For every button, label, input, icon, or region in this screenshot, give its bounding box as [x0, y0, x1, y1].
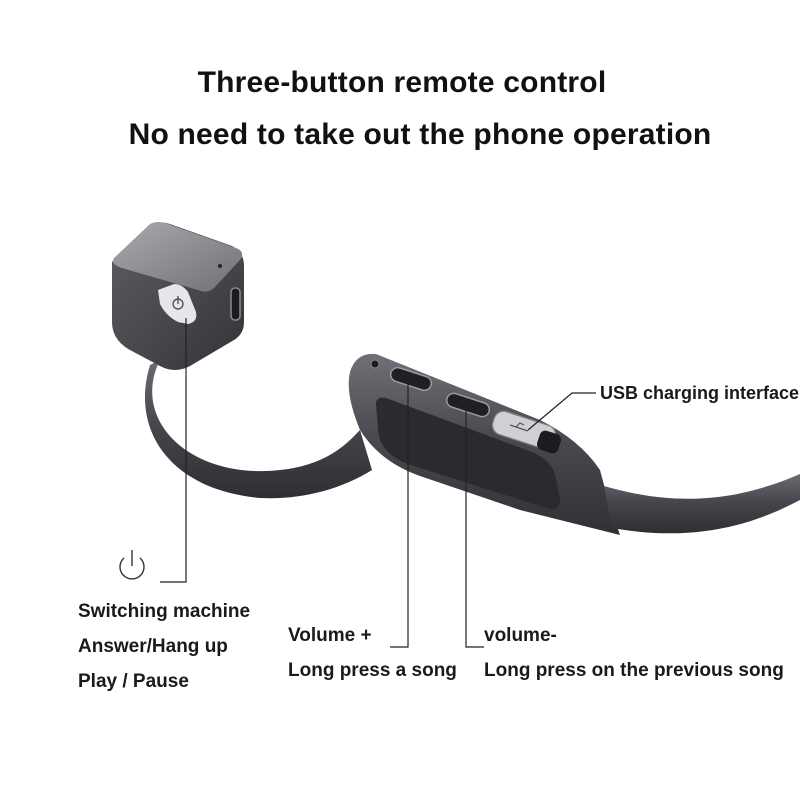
volume-down-label-line-1: volume- [484, 625, 557, 646]
usb-callout: USB charging interface [600, 383, 800, 403]
right-control-body [348, 353, 800, 535]
power-label-line-1: Switching machine [78, 601, 251, 622]
left-ear-pod [112, 222, 244, 370]
usb-leader [527, 392, 596, 431]
subheadline: No need to take out the phone operation [128, 118, 712, 151]
volume-down-callout: volume- Long press on the previous song [484, 618, 784, 688]
leader-lines [160, 318, 596, 648]
volume-up-label-line-1: Volume + [288, 625, 372, 646]
control-panel-inset [376, 397, 560, 509]
volume-down-leader [465, 407, 484, 648]
power-icon [119, 550, 145, 580]
volume-down-label-line-2: Long press on the previous song [484, 660, 784, 681]
power-label-line-2: Answer/Hang up [78, 636, 228, 657]
mic-hole [370, 359, 380, 369]
band-tail [604, 474, 800, 534]
usb-port [230, 287, 241, 321]
volume-up-leader [390, 380, 409, 648]
power-label-line-3: Play / Pause [78, 671, 189, 692]
power-callout: Switching machine Answer/Hang up Play / … [78, 594, 250, 699]
volume-up-label-line-2: Long press a song [288, 660, 457, 681]
power-button[interactable] [158, 284, 197, 324]
usb-symbol-icon [509, 422, 529, 432]
volume-up-button[interactable] [389, 366, 433, 392]
neck-band [144, 360, 372, 499]
headline: Three-button remote control [197, 66, 607, 99]
power-leader [160, 318, 187, 583]
volume-up-callout: Volume + Long press a song [288, 618, 457, 688]
